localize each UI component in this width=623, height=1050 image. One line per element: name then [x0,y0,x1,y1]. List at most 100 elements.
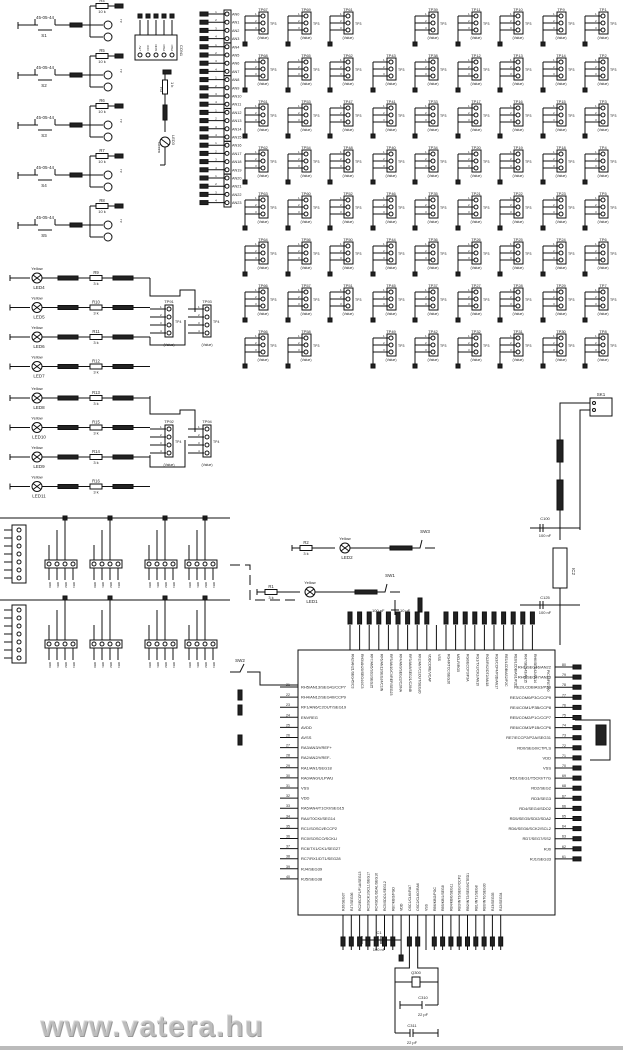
header-pin [430,20,436,26]
pin-number: 3 [255,210,257,214]
pin-number: 74 [562,724,566,728]
bus-wires [0,517,230,601]
mcu-pin-label: VSS [425,903,429,911]
pin-number: 1 [255,242,257,246]
pin-number: 21 [286,683,290,687]
header-pin [162,561,168,567]
test-point-name: TP41 [386,99,396,104]
header-pin [430,243,436,249]
header-pin [515,243,521,249]
test-point-name: TP38 [428,53,438,58]
test-point-name: TP14 [556,53,566,58]
test-point-value: (Value) [470,82,481,86]
pin-number: 2 [425,295,427,299]
pin-number: 2 [298,65,300,69]
test-point-value: (Value) [385,266,396,270]
mcu-net-tag [572,775,582,781]
test-point-value: (Value) [385,128,396,132]
header-pin [388,257,394,263]
switch-label: S3 [41,133,47,138]
pin-number: 2 [510,203,512,207]
header-pin [600,119,606,125]
pin-number: 3 [215,125,217,129]
led-LED7-color: Yellow [31,355,43,360]
mcu-net-tag [572,755,582,761]
tp-net-tag [497,133,503,139]
pin-number: 1 [425,104,427,108]
pin-number: 3 [425,26,427,30]
test-point-name: TP58 [301,329,311,334]
tp-net-tag [370,271,376,277]
pin-number: 3 [255,26,257,30]
header-value: (Value) [201,463,212,467]
header-pin [473,158,479,164]
con1-label: CON1 [179,45,184,57]
header-pin [430,27,436,33]
mcu-pin-label: RD1/SEG1/T5CKI/T7G [510,776,551,781]
header-pin [345,151,351,157]
pin-number: 3 [510,256,512,260]
pin-label: RB2 [64,662,68,668]
header-pin [204,330,210,336]
header-pin [345,204,351,210]
test-point-value: (Value) [597,174,608,178]
tp-net-tag [455,133,461,139]
mcu-net-tag [572,715,582,720]
pin-number: 2 [425,65,427,69]
sk1-label: SK1 [597,392,606,397]
header-net-tag [199,52,209,58]
header-pin-label: AN4 [232,45,239,49]
header-pin [430,296,436,302]
pin-number: 73 [562,734,566,738]
pin-number: 1 [298,196,300,200]
mcu-pin-label: ENVREG [301,715,318,720]
regulator-ic2 [552,547,568,589]
test-point-type: TP3 [483,68,489,72]
header-pin [260,250,266,256]
header-pin [303,112,309,118]
tp-net-tag [497,225,503,231]
header-pin-label: AN8 [232,78,239,82]
header-pin [473,151,479,157]
test-point-value: (Value) [300,128,311,132]
capacitor-c125 [520,588,580,645]
test-point-name: TP69 [301,7,311,12]
header-pin [473,73,479,79]
dip-pin [16,631,22,637]
header-pin [107,561,113,567]
header-pin [186,641,192,647]
pin-number: 1 [255,288,257,292]
c1-value: 100 nF [373,947,386,952]
pin-number: 1 [553,104,555,108]
header-pin [186,561,192,567]
test-point-name: TP54 [301,145,311,150]
led-LED6-color: Yellow [31,325,43,330]
pin-number: 63 [562,835,566,839]
pin-number: 1 [468,196,470,200]
pin-number: 68 [562,784,566,788]
resistor-R10-value: 3 k [93,311,98,316]
con1-pin-label: PGC [170,44,174,51]
pin-number: 3 [595,210,597,214]
wire [575,719,611,761]
test-point-name: TP21 [471,191,481,196]
test-point-name: TP68 [258,53,268,58]
mcu-pin-label: RF6/AN11/SEG24/C1IN [379,654,383,692]
mcu-pin-label: RD0/SEG0/CTPLS [517,745,551,750]
pin-number: 2 [510,157,512,161]
header-pin [260,112,266,118]
mcu-pin-label: RA5/AN4/T1CKI/SEG15 [301,806,345,811]
pin-number: 3 [215,26,217,30]
header-pin [224,167,230,173]
pin-number: 3 [298,26,300,30]
net-tag [453,611,459,625]
test-point-value: (Value) [427,266,438,270]
header-pin [558,112,564,118]
net-tag [57,425,79,430]
pin-number: 2 [255,157,257,161]
test-point-value: (Value) [512,36,523,40]
pin-label: RB0 [93,582,97,588]
pin-label: RB3 [212,662,216,668]
test-point-name: TP60 [301,191,311,196]
pin-number: 2 [198,433,200,437]
